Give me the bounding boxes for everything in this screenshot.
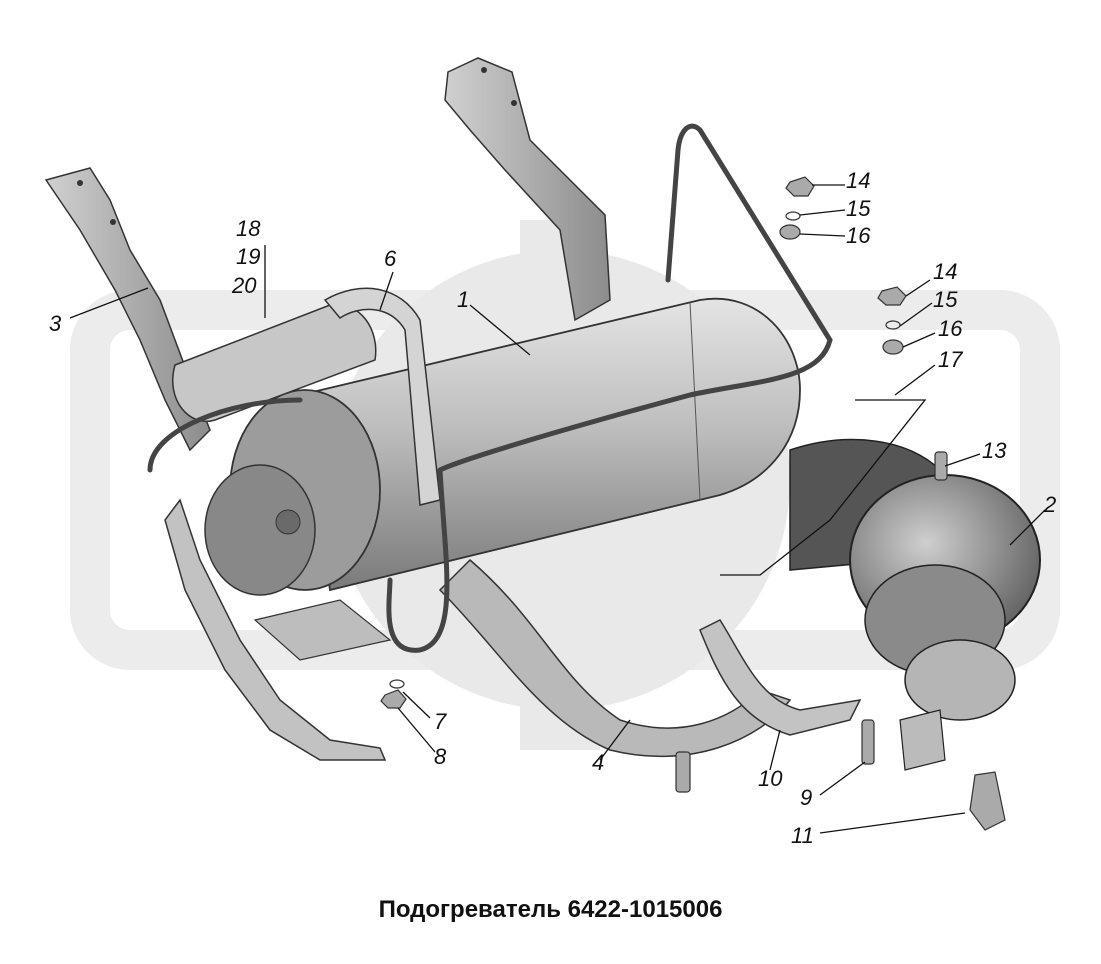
callout-7: 7 <box>434 709 447 734</box>
callout-18: 18 <box>236 216 261 241</box>
callout-3: 3 <box>49 311 62 336</box>
callout-4: 4 <box>592 750 605 775</box>
callout-17: 17 <box>938 347 963 372</box>
callout-2: 2 <box>1044 492 1057 517</box>
clamp-strap <box>323 287 441 506</box>
callout-10: 10 <box>758 766 783 791</box>
fuel-line <box>147 123 833 653</box>
exhaust-pipe <box>438 558 792 758</box>
callout-1: 1 <box>457 287 470 312</box>
callout-16-lower: 16 <box>938 316 963 341</box>
callout-14-upper: 14 <box>846 168 871 193</box>
bracket-lower-strap <box>164 498 387 761</box>
bracket-left <box>44 167 211 452</box>
callout-9: 9 <box>800 785 813 810</box>
callout-20: 20 <box>232 273 257 298</box>
bracket-rear <box>444 57 611 322</box>
callout-19: 19 <box>236 244 261 269</box>
callout-14-lower: 14 <box>933 259 958 284</box>
callout-16-upper: 16 <box>846 223 871 248</box>
callout-13: 13 <box>982 438 1007 463</box>
callout-6: 6 <box>384 246 397 271</box>
callout-15-upper: 15 <box>846 196 871 221</box>
leader-lines <box>69 184 1046 834</box>
fasteners <box>380 176 1006 831</box>
callout-11: 11 <box>791 823 814 848</box>
callout-8: 8 <box>434 744 447 769</box>
outlet-pipe <box>699 619 862 736</box>
blower-assembly <box>789 438 1041 771</box>
figure-caption: Подогреватель 6422-1015006 <box>378 896 723 923</box>
callout-15-lower: 15 <box>933 287 958 312</box>
